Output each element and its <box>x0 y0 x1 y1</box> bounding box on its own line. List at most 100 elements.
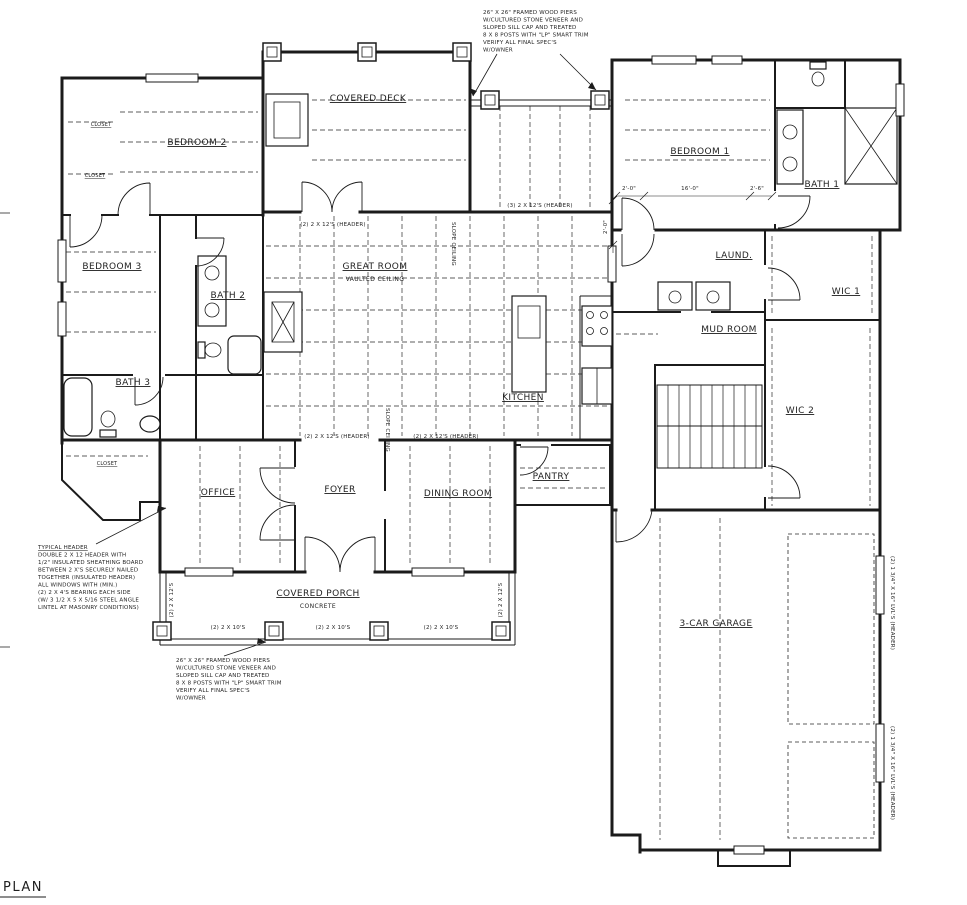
dimension-text: 2'-0" 16'-0" 2'-6" 2'-0" <box>603 186 764 234</box>
toilet-tank <box>99 429 117 438</box>
plan-title: PLAN <box>3 880 43 895</box>
sink <box>782 156 798 172</box>
room-labels: COVERED DECK BEDROOM 2 BEDROOM 1 BATH 1 … <box>82 94 860 629</box>
note-line: (2) 2 X 4'S BEARING EACH SIDE <box>38 590 131 596</box>
room-label-mud-room: MUD ROOM <box>701 325 757 335</box>
stairs-outline <box>656 384 763 469</box>
window <box>607 245 617 283</box>
window <box>651 55 697 65</box>
deck-fireplace <box>265 93 309 147</box>
beam-label: (2) 2 X 10'S <box>424 625 459 631</box>
note-line: W/OWNER <box>176 696 206 702</box>
note-line: VERIFY ALL FINAL SPEC'S <box>176 688 250 694</box>
slope-ceiling-label: SLOPE CEILING <box>384 408 390 452</box>
pier <box>357 42 377 62</box>
bath2-vanity <box>197 255 227 327</box>
edge-ticks <box>0 212 10 648</box>
window <box>411 567 465 577</box>
burner <box>586 311 594 319</box>
pedestal-sink <box>139 415 161 433</box>
note-line: TOGETHER (INSULATED HEADER) <box>37 575 135 581</box>
island-sink <box>517 305 541 339</box>
room-label-office: OFFICE <box>201 488 235 498</box>
dryer <box>695 281 731 311</box>
room-label-pantry: PANTRY <box>533 472 570 482</box>
room-label-bedroom2: BEDROOM 2 <box>167 138 226 148</box>
pier <box>262 42 282 62</box>
note-line: DOUBLE 2 X 12 HEADER WITH <box>38 553 126 559</box>
dimension: 2'-6" <box>750 186 764 192</box>
garage-stall-dashed <box>787 741 875 839</box>
typical-header-note: TYPICAL HEADER DOUBLE 2 X 12 HEADER WITH… <box>37 545 143 611</box>
rear-door <box>733 845 765 855</box>
note-line: 8 X 8 POSTS WITH "LP" SMART TRIM <box>176 681 282 687</box>
burner <box>600 311 608 319</box>
dimension: 16'-0" <box>681 186 699 192</box>
windows <box>57 55 905 855</box>
bath2-tub <box>227 335 262 375</box>
dimension: 2'-0" <box>622 186 636 192</box>
garage-stoop <box>717 849 791 867</box>
pier-note-top: 26" X 26" FRAMED WOOD PIERS W/CULTURED S… <box>483 10 589 54</box>
leaders <box>95 53 597 657</box>
pier <box>452 42 472 62</box>
pier <box>480 90 500 110</box>
lvl-header-label: (2) 1 3/4" X 16" LVL'S (HEADER) <box>889 726 895 820</box>
note-line: VERIFY ALL FINAL SPEC'S <box>483 40 557 46</box>
note-line: W/CULTURED STONE VENEER AND <box>176 666 276 672</box>
room-sublabel-concrete: CONCRETE <box>300 603 336 610</box>
pier <box>491 621 511 641</box>
closet-label: CLOSET <box>97 461 118 467</box>
note-line: 1/2" INSULATED SHEATHING BOARD <box>38 560 143 566</box>
toilet-tank <box>197 341 206 359</box>
room-label-kitchen: KITCHEN <box>502 393 544 403</box>
toilet-tank <box>809 61 827 70</box>
room-label-bedroom1: BEDROOM 1 <box>670 147 729 157</box>
room-label-wic2: WIC 2 <box>786 406 814 416</box>
garage-stall-dashed <box>787 533 875 725</box>
note-line: SLOPED SILL CAP AND TREATED <box>176 673 269 679</box>
covered-porch-slab <box>159 572 516 646</box>
doors <box>69 181 811 573</box>
pier <box>369 621 389 641</box>
room-label-dining: DINING ROOM <box>424 489 492 499</box>
note-line: 26" X 26" FRAMED WOOD PIERS <box>176 658 270 664</box>
note-line: W/CULTURED STONE VENEER AND <box>483 18 583 24</box>
room-label-bath2: BATH 2 <box>211 291 246 301</box>
pier-note-bottom: 26" X 26" FRAMED WOOD PIERS W/CULTURED S… <box>176 658 282 702</box>
window <box>57 301 67 337</box>
room-sublabel-vaulted-ceiling: VAULTED CEILING <box>346 276 405 283</box>
room-label-bedroom3: BEDROOM 3 <box>82 262 141 272</box>
burner <box>586 327 594 335</box>
room-label-wic1: WIC 1 <box>832 287 860 297</box>
window <box>711 55 743 65</box>
room-label-covered-deck: COVERED DECK <box>330 94 407 104</box>
header-label: (2) 2 X 12'S (HEADER) <box>300 222 365 228</box>
kitchen-counter <box>579 295 612 440</box>
dimension: 2'-0" <box>603 220 609 234</box>
note-line: ALL WINDOWS WITH (MIN.) <box>38 583 117 589</box>
window <box>875 723 885 783</box>
pier <box>590 90 610 110</box>
note-line: SLOPED SILL CAP AND TREATED <box>483 25 576 31</box>
beam-label: (2) 2 X 10'S <box>211 625 246 631</box>
room-label-garage: 3-CAR GARAGE <box>679 619 752 629</box>
room-label-laundry: LAUND. <box>716 251 753 261</box>
lvl-header-label: (2) 1 3/4" X 16" LVL'S (HEADER) <box>889 556 895 650</box>
pier <box>152 621 172 641</box>
header-label: (2) 2 X 12'S (HEADER) <box>304 434 369 440</box>
window <box>895 83 905 117</box>
pier <box>264 621 284 641</box>
note-line: TYPICAL HEADER <box>37 545 88 551</box>
beam-label-vertical: (2) 2 X 12'S <box>498 582 504 617</box>
header-label: (2) 2 X 12'S (HEADER) <box>413 434 478 440</box>
closet-label: CLOSET <box>85 173 106 179</box>
piers <box>152 42 610 641</box>
sink <box>782 124 798 140</box>
room-label-covered-porch: COVERED PORCH <box>276 589 359 599</box>
sink <box>204 265 220 281</box>
sheet-title: PLAN <box>0 880 46 898</box>
room-label-bath3: BATH 3 <box>116 378 151 388</box>
note-line: LINTEL AT MASONRY CONDITIONS) <box>38 605 139 611</box>
